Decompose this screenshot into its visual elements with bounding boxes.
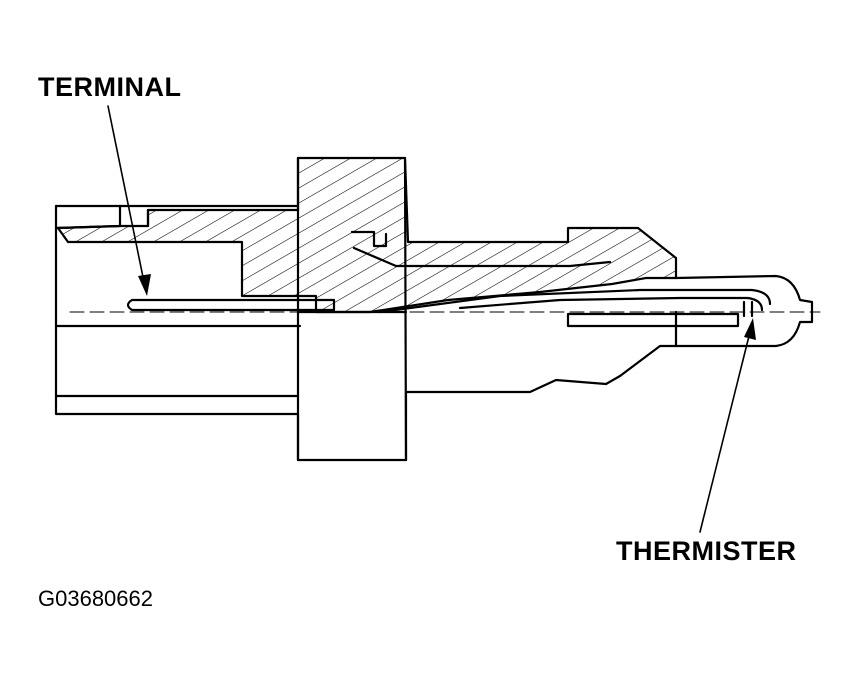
terminal-arrowhead [138,274,151,296]
figure-id: G03680662 [38,586,153,611]
hatched-housing-section [56,156,678,314]
terminal-label: TERMINAL [38,72,182,102]
probe-inner-wall [566,312,740,328]
connector-left-step [54,204,122,230]
thermister-element [742,300,754,318]
terminal-pin [126,298,336,312]
lead-wires-2 [458,296,764,312]
flange-notch [350,230,388,248]
thermister-label: THERMISTER [616,536,797,566]
thermister-leader-line [699,331,751,533]
terminal-leader-line [107,105,145,283]
lead-wires [378,288,772,314]
flange-taper [352,246,612,268]
thermister-arrowhead [744,318,756,340]
